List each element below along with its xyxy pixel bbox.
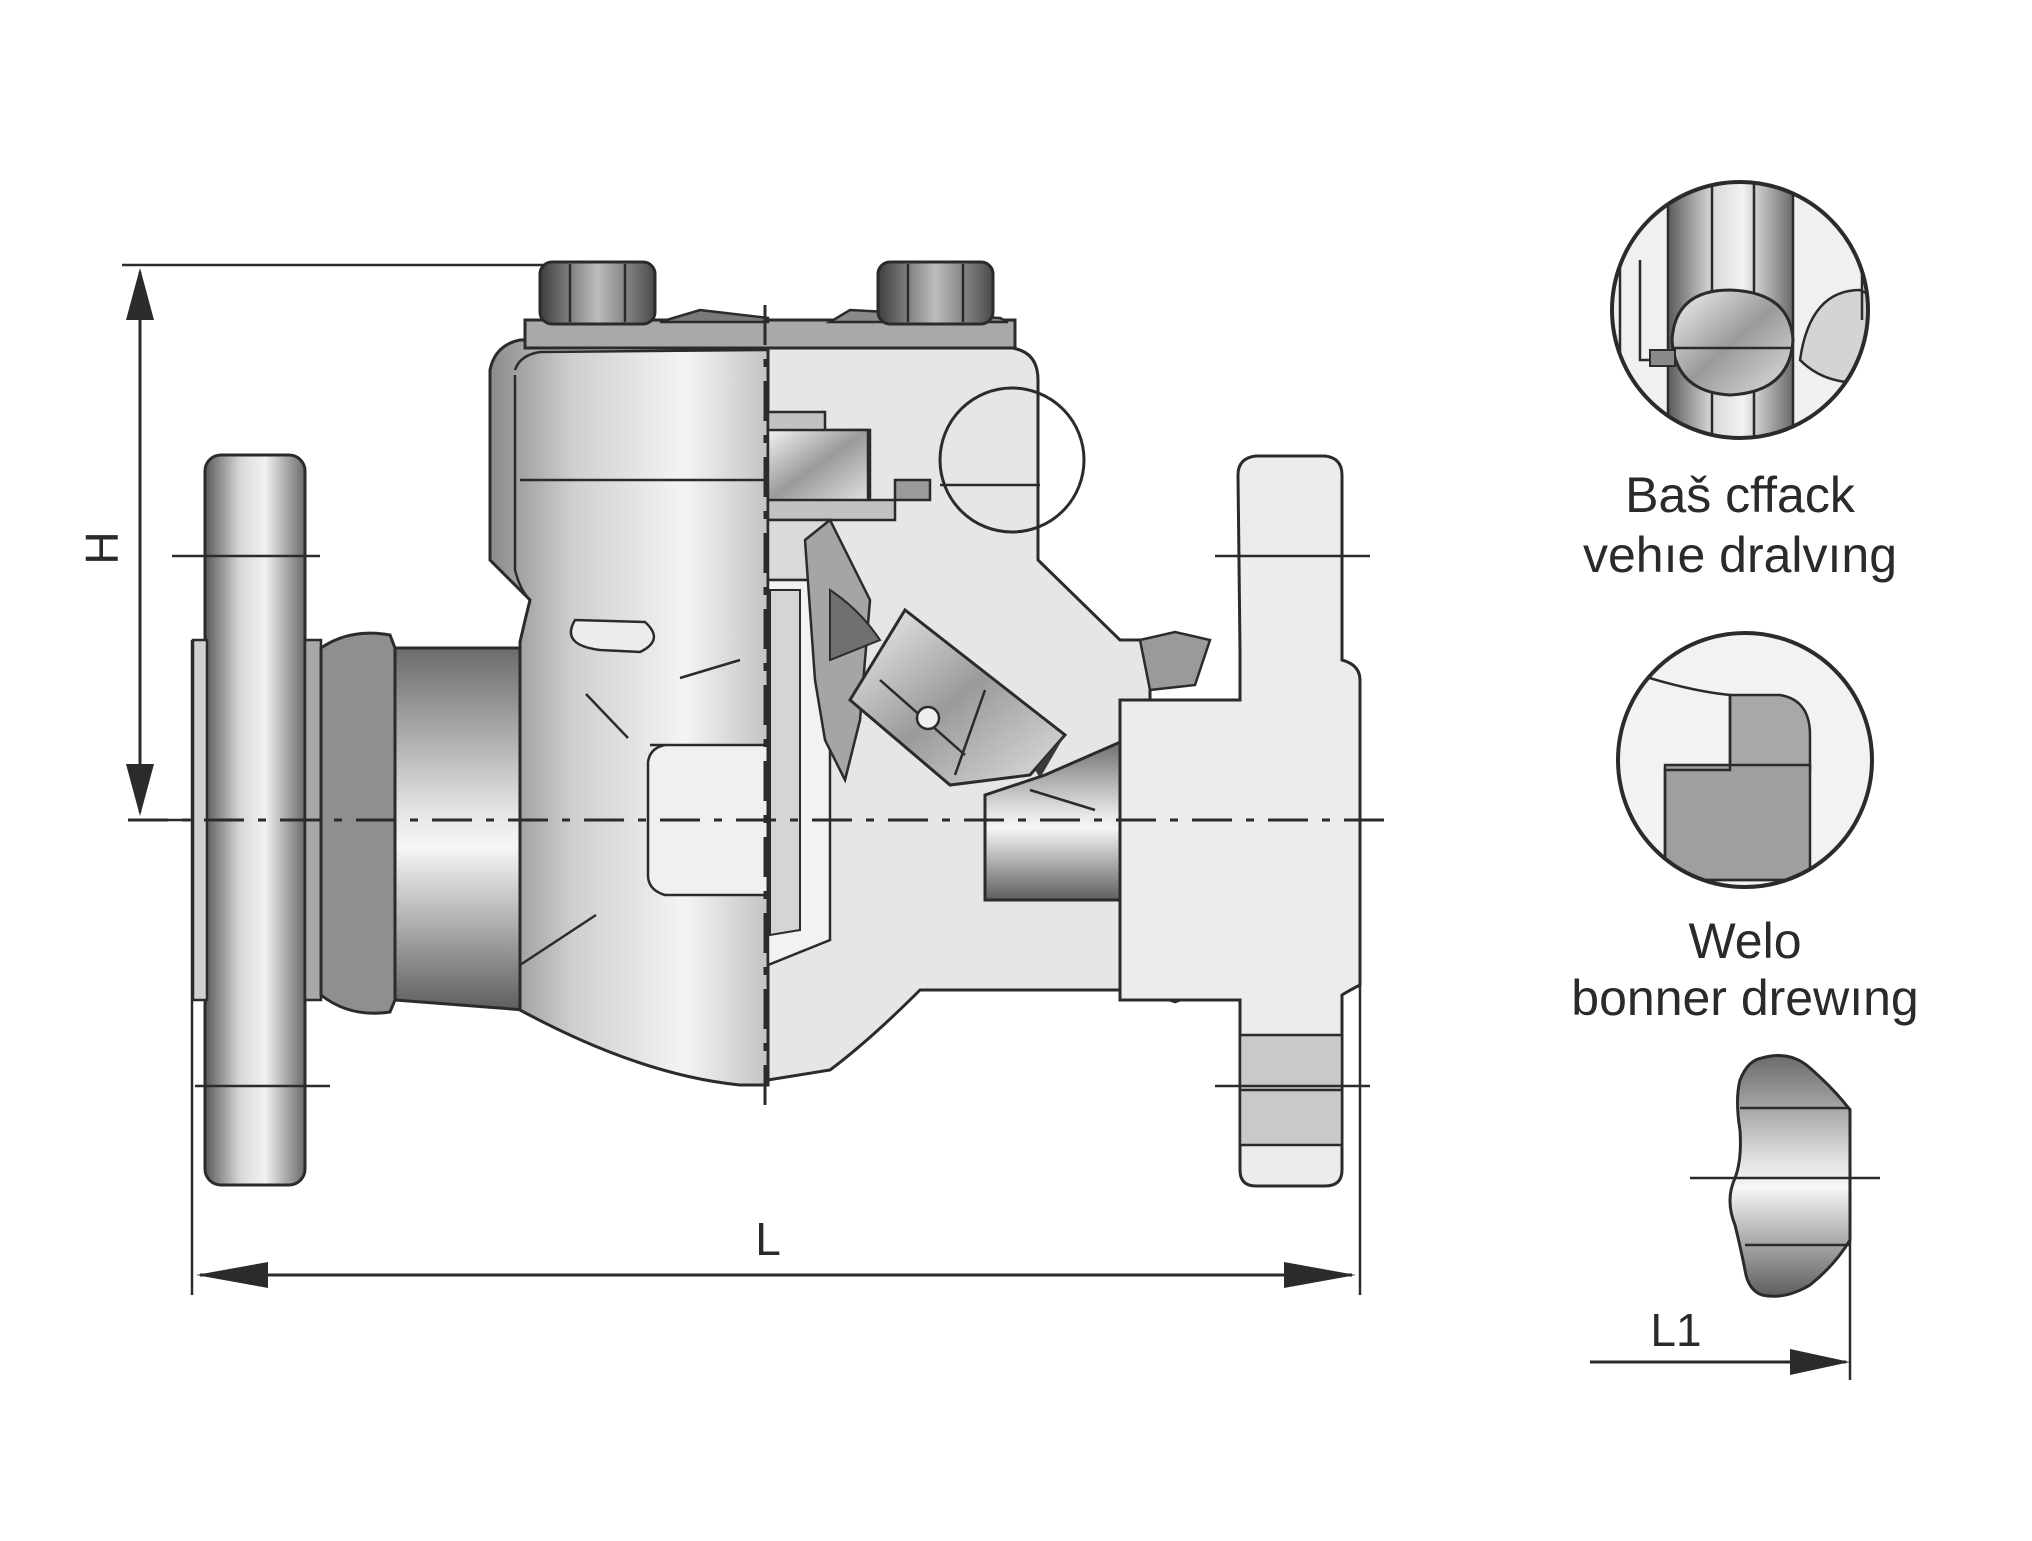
bonnet-bolt-left <box>538 260 657 326</box>
height-label: H <box>76 531 128 564</box>
detail-marker-circle <box>938 386 1086 534</box>
valve-body-section <box>766 346 1370 1188</box>
detail-b-title-line2: bonner drewıng <box>1571 970 1918 1026</box>
detail-b-title-line1: Welo <box>1688 913 1801 969</box>
valve-body-exterior <box>488 328 770 1087</box>
detail-dim-label: L1 <box>1650 1304 1701 1356</box>
detail-a-title-line1: Baš cffack <box>1625 467 1856 523</box>
height-arrow-top <box>126 268 154 320</box>
length-dimension: L <box>190 640 1362 1295</box>
detail-c: L1 <box>1590 1054 1880 1380</box>
detail-b: Welo bonner drewıng <box>1571 631 1919 1026</box>
detail-a: Baš cffack vehıe dralvıng <box>1583 180 1897 583</box>
detail-a-title-line2: vehıe dralvıng <box>1583 527 1897 583</box>
bonnet-bolt-right <box>876 260 995 326</box>
height-arrow-bottom <box>126 764 154 816</box>
length-label: L <box>755 1213 781 1265</box>
bonnet <box>523 260 1017 350</box>
height-dimension: H <box>76 263 550 822</box>
left-inlet-neck <box>319 631 527 1015</box>
